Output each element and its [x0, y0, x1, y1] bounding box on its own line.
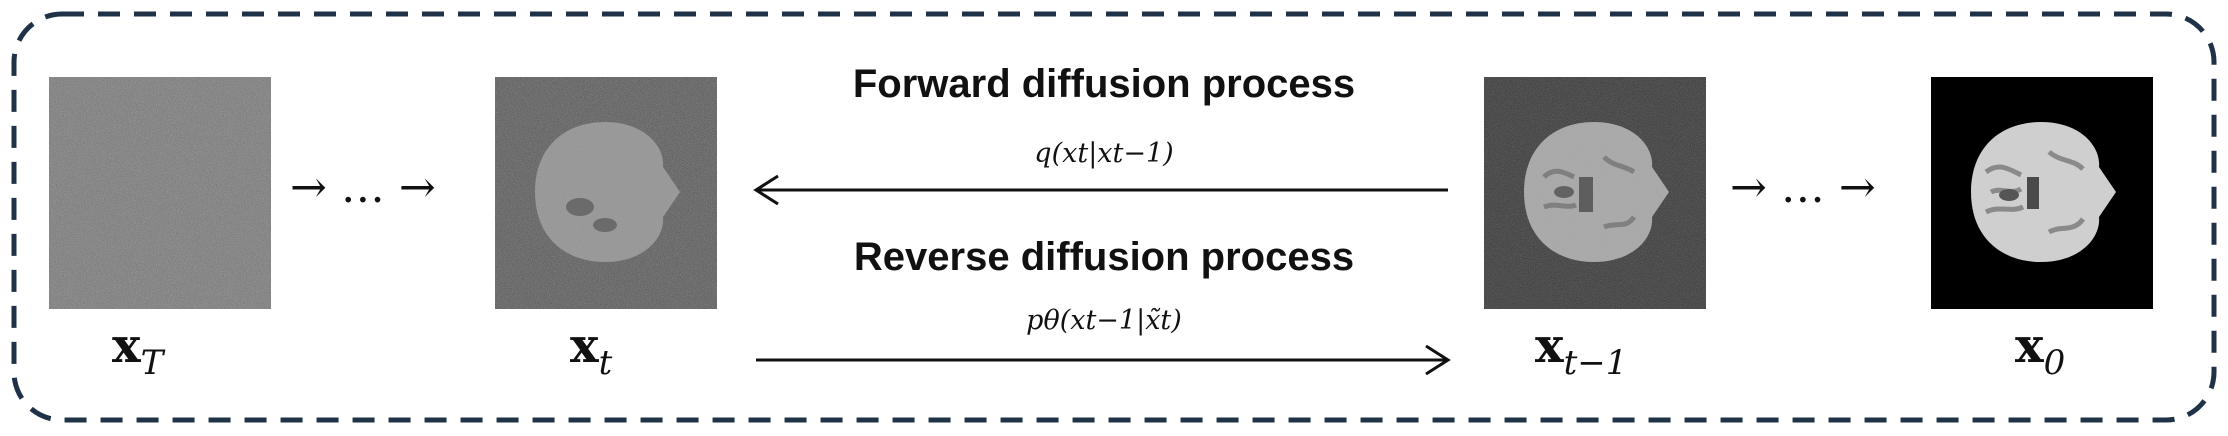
label-xT: xT — [112, 318, 164, 383]
label-xt: xt — [570, 318, 613, 383]
panel-xt-1-brain-image — [1484, 77, 1706, 309]
reverse-process-formula: pθ(xt−1|x̃t) — [1026, 305, 1182, 336]
forward-process-formula: q(xt|xt−1) — [1034, 138, 1174, 169]
reverse-arrow-right — [756, 344, 1451, 376]
label-xt-1: xt−1 — [1535, 318, 1628, 383]
reverse-process-title: Reverse diffusion process — [853, 235, 1355, 279]
chain-arrows-left: → … → — [290, 162, 436, 213]
panel-x0-clean-brain-image — [1931, 77, 2153, 309]
forward-arrow-left — [753, 174, 1448, 206]
forward-process-title: Forward diffusion process — [852, 62, 1356, 106]
chain-arrows-right: → … → — [1730, 162, 1876, 213]
label-x0: x0 — [2015, 318, 2066, 383]
panel-xT-noise-image — [49, 77, 271, 309]
panel-xt-noisy-brain-image — [495, 77, 717, 309]
